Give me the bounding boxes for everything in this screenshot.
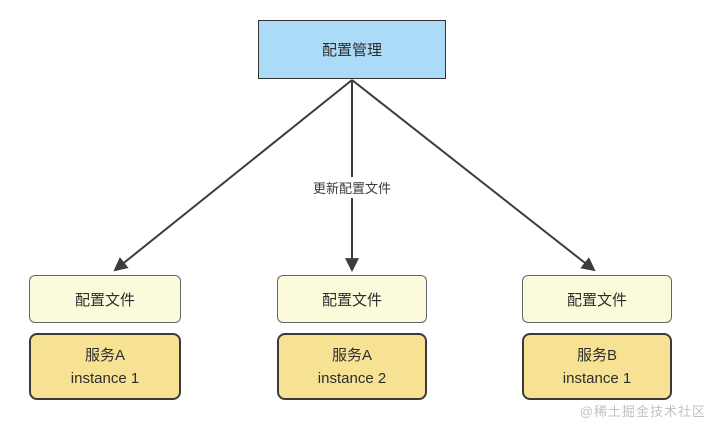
service-instance-label: instance 1 bbox=[70, 369, 140, 387]
node-config-file-1: 配置文件 bbox=[29, 275, 181, 323]
node-config-file-3: 配置文件 bbox=[522, 275, 672, 323]
node-service-b-instance-1: 服务B instance 1 bbox=[522, 333, 672, 400]
arrow-root-to-config-left bbox=[113, 79, 353, 272]
node-config-file-2-label: 配置文件 bbox=[321, 291, 382, 309]
edge-label-update-config: 更新配置文件 bbox=[307, 177, 397, 198]
arrow-root-to-config-right bbox=[351, 79, 596, 272]
service-name-label: 服务A bbox=[84, 346, 125, 364]
node-config-file-3-label: 配置文件 bbox=[566, 291, 627, 309]
node-config-file-1-label: 配置文件 bbox=[74, 291, 135, 309]
node-config-file-2: 配置文件 bbox=[277, 275, 427, 323]
node-service-a-instance-2: 服务A instance 2 bbox=[277, 333, 427, 400]
node-service-a-instance-1: 服务A instance 1 bbox=[29, 333, 181, 400]
watermark: @稀土掘金技术社区 bbox=[579, 404, 706, 419]
node-config-management-label: 配置管理 bbox=[321, 42, 382, 59]
node-config-management: 配置管理 bbox=[258, 20, 446, 79]
service-instance-label: instance 2 bbox=[317, 369, 387, 387]
service-instance-label: instance 1 bbox=[562, 369, 632, 387]
service-name-label: 服务B bbox=[576, 346, 617, 364]
service-name-label: 服务A bbox=[331, 346, 372, 364]
